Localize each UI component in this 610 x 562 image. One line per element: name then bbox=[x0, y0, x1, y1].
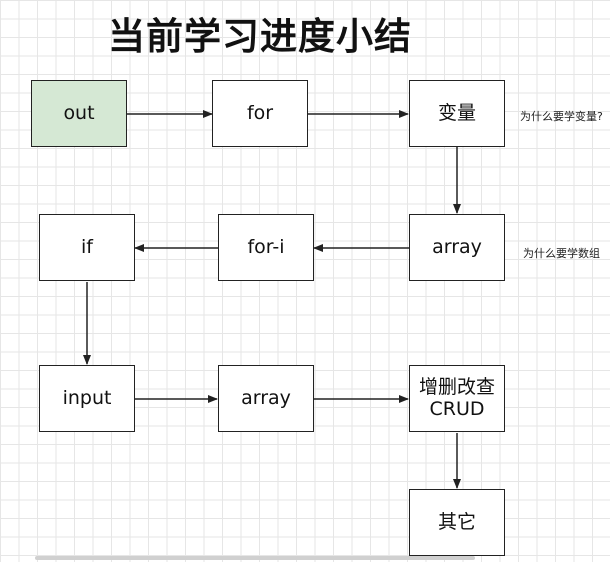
node-out[interactable]: out bbox=[31, 80, 127, 147]
node-for-label: for bbox=[246, 101, 274, 124]
node-crud-label-line1: 增删改查 bbox=[418, 375, 495, 398]
node-array-1[interactable]: array bbox=[409, 214, 505, 281]
node-for-i[interactable]: for-i bbox=[218, 214, 314, 281]
node-if-label: if bbox=[81, 235, 93, 258]
node-other[interactable]: 其它 bbox=[409, 489, 505, 556]
node-variable-label: 变量 bbox=[437, 101, 476, 124]
node-array-2-label: array bbox=[241, 386, 291, 409]
diagram-title: 当前学习进度小结 bbox=[108, 15, 412, 58]
node-variable[interactable]: 变量 bbox=[409, 80, 505, 147]
node-input[interactable]: input bbox=[39, 365, 135, 432]
node-for-i-label: for-i bbox=[247, 235, 285, 258]
note-variable: 为什么要学变量? bbox=[520, 110, 603, 123]
node-crud-label-line2: CRUD bbox=[429, 397, 485, 420]
node-array-1-label: array bbox=[432, 235, 482, 258]
node-input-label: input bbox=[62, 386, 112, 409]
node-for[interactable]: for bbox=[212, 80, 308, 147]
node-out-label: out bbox=[63, 101, 95, 124]
node-crud[interactable]: 增删改查 CRUD bbox=[409, 365, 505, 432]
node-array-2[interactable]: array bbox=[218, 365, 314, 432]
node-other-label: 其它 bbox=[437, 510, 476, 533]
horizontal-scrollbar[interactable] bbox=[35, 556, 475, 560]
note-array: 为什么要学数组 bbox=[523, 247, 600, 260]
node-if[interactable]: if bbox=[39, 214, 135, 281]
